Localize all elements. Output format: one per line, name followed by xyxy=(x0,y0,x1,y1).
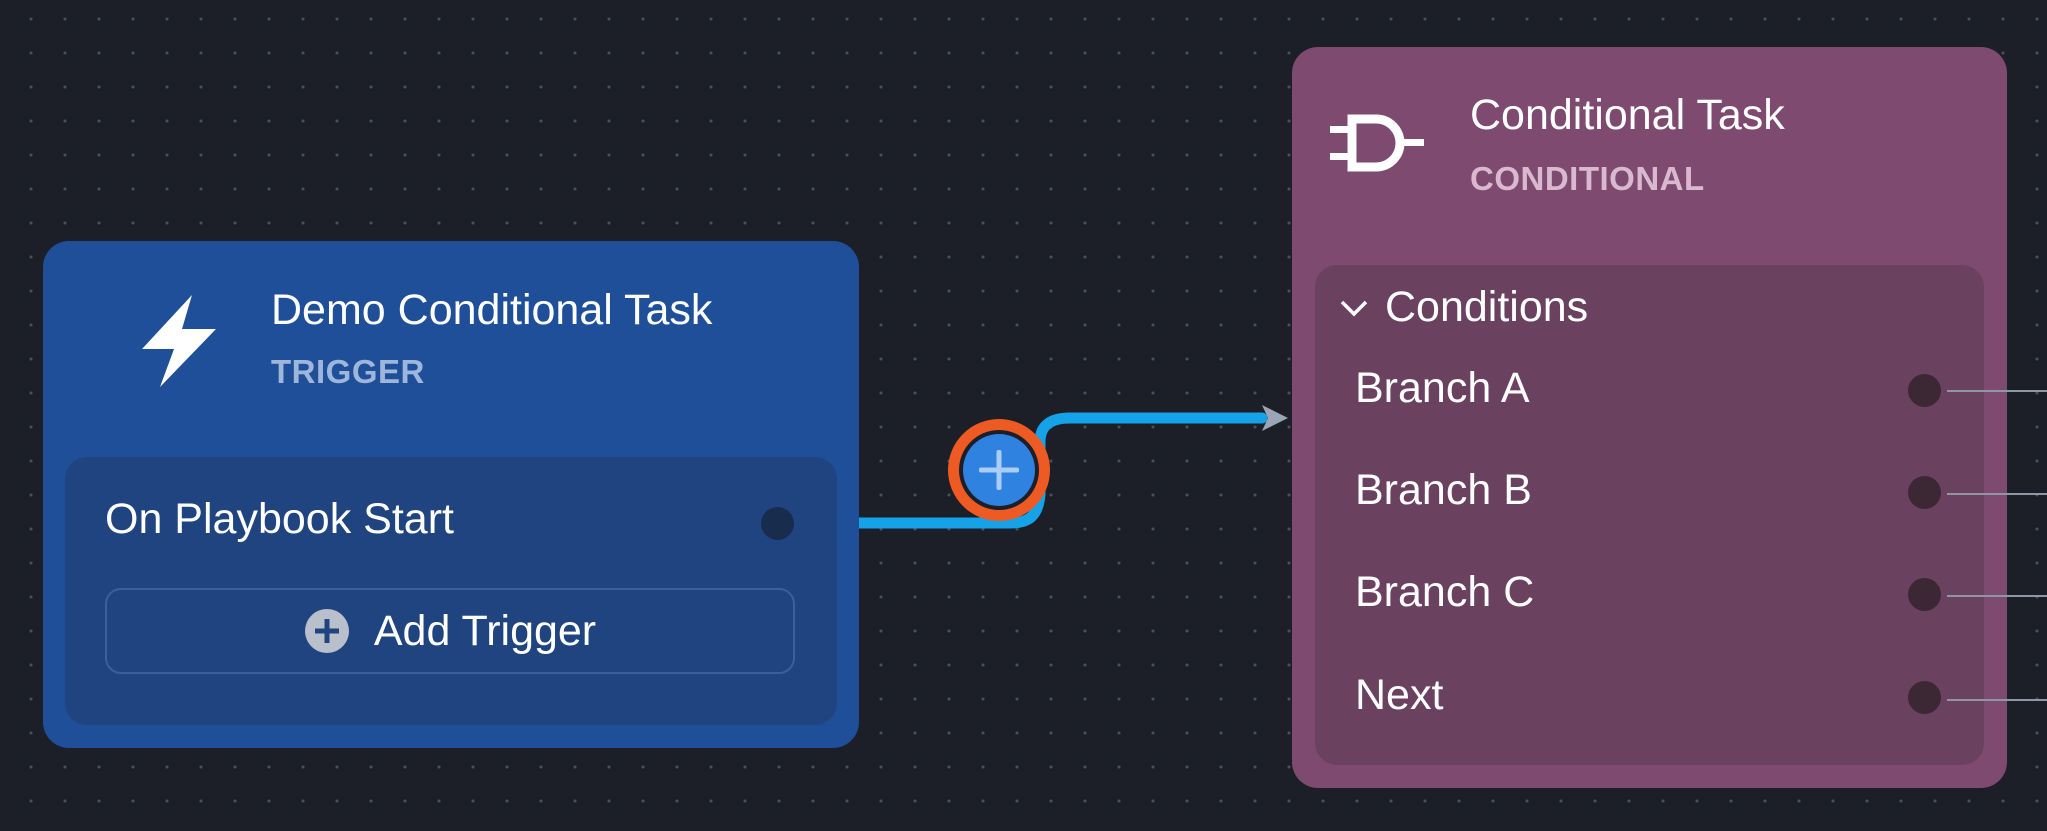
edge-arrowhead xyxy=(1262,405,1288,431)
trigger-node-type: TRIGGER xyxy=(271,353,425,390)
conditions-toggle[interactable]: Conditions xyxy=(1339,283,1588,332)
lightning-bolt-icon xyxy=(136,291,222,391)
branch-label: Branch C xyxy=(1355,568,1535,616)
conditions-label: Conditions xyxy=(1385,283,1589,331)
next-port[interactable] xyxy=(1908,681,1941,714)
add-trigger-button[interactable]: Add Trigger xyxy=(105,588,795,674)
conditional-node[interactable]: Conditional Task CONDITIONAL Conditions … xyxy=(1292,47,2007,788)
branch-c-edge xyxy=(1947,595,2047,597)
next-edge xyxy=(1947,699,2047,701)
branch-a-edge xyxy=(1947,390,2047,392)
branch-label: Branch B xyxy=(1355,466,1532,514)
trigger-node[interactable]: Demo Conditional Task TRIGGER On Playboo… xyxy=(43,241,859,748)
branch-label: Branch A xyxy=(1355,364,1530,412)
conditional-node-title: Conditional Task xyxy=(1470,91,1785,139)
branch-c-port[interactable] xyxy=(1908,578,1941,611)
trigger-item-label: On Playbook Start xyxy=(105,495,454,543)
logic-gate-icon xyxy=(1330,113,1424,173)
branch-label: Next xyxy=(1355,671,1444,719)
branch-b-port[interactable] xyxy=(1908,476,1941,509)
branch-b-edge xyxy=(1947,493,2047,495)
conditional-node-type: CONDITIONAL xyxy=(1470,160,1705,197)
trigger-output-port[interactable] xyxy=(761,507,794,540)
add-trigger-label: Add Trigger xyxy=(373,606,597,655)
chevron-down-icon xyxy=(1339,298,1369,318)
trigger-panel: On Playbook Start Add Trigger xyxy=(65,457,837,725)
plus-circle-icon xyxy=(304,608,350,654)
branch-a-port[interactable] xyxy=(1908,374,1941,407)
plus-icon xyxy=(979,450,1019,490)
conditions-panel: Conditions Branch A Branch B Branch C Ne… xyxy=(1315,265,1984,765)
trigger-node-title: Demo Conditional Task xyxy=(271,286,713,334)
insert-node-button[interactable] xyxy=(946,417,1052,523)
